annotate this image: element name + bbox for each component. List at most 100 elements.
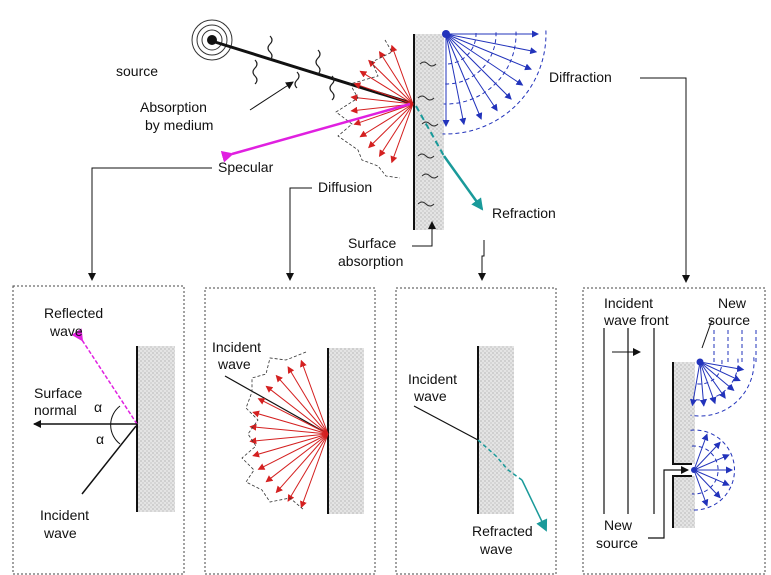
specular-reflected-label-1: Reflected bbox=[44, 305, 103, 321]
specular-wall bbox=[137, 346, 175, 512]
slit-wave-arc bbox=[690, 429, 735, 511]
diffusion-panel-ray bbox=[252, 433, 329, 458]
diffraction-ray bbox=[445, 33, 467, 126]
refraction-refracted-label-2: wave bbox=[479, 541, 513, 557]
diffusion-envelope bbox=[241, 351, 307, 511]
diffraction-label: Diffraction bbox=[549, 69, 612, 85]
diffusion-panel-ray bbox=[287, 433, 329, 502]
diffusion-panel-ray bbox=[252, 410, 329, 435]
panel-specular-frame bbox=[12, 285, 185, 575]
edge-diffraction-ray bbox=[699, 361, 707, 407]
incident-ray bbox=[214, 40, 415, 106]
diffusion-panel-ray bbox=[300, 433, 329, 509]
diffraction-wave-arc bbox=[444, 32, 477, 65]
surface-absorption-squiggles bbox=[417, 61, 439, 207]
diffraction-ray bbox=[445, 33, 524, 86]
incident-wave-fronts bbox=[603, 328, 655, 514]
specular-label: Specular bbox=[218, 159, 274, 175]
diffraction-wave-arc bbox=[444, 32, 497, 85]
refraction-refracted-label-1: Refracted bbox=[472, 523, 533, 539]
diffraction-new-source-pointer-top bbox=[701, 319, 713, 349]
absorption-label-2: by medium bbox=[145, 117, 213, 133]
connector-refraction bbox=[478, 240, 486, 281]
diffusion-panel-rays bbox=[249, 359, 329, 509]
slit-wave-arc bbox=[691, 445, 719, 495]
specular-reflected-label-2: wave bbox=[49, 323, 83, 339]
source-icon bbox=[191, 19, 233, 61]
diffusion-panel-ray bbox=[265, 433, 329, 483]
diffusion-panel-ray bbox=[257, 398, 329, 435]
panel-diffraction-frame bbox=[582, 287, 766, 575]
diffuse-ray bbox=[350, 94, 414, 105]
diffuse-ray bbox=[390, 103, 414, 164]
diffraction-wavefront-label-1: Incident bbox=[604, 295, 653, 311]
specular-incident-ray bbox=[81, 425, 137, 495]
slit-diffraction-ray bbox=[693, 469, 709, 507]
slit-diffraction-ray bbox=[693, 454, 730, 471]
overview-scene: source Absorption by medium bbox=[88, 19, 690, 283]
diffraction-fan bbox=[442, 30, 547, 135]
connector-specular bbox=[88, 167, 212, 281]
slit-diffraction-ray bbox=[693, 441, 721, 471]
specular-normal-label-1: Surface bbox=[34, 385, 82, 401]
diffuse-ray bbox=[359, 70, 414, 105]
diffuse-ray bbox=[390, 44, 414, 105]
refraction-refracted-ray bbox=[521, 479, 548, 532]
diffraction-new-source-top-1: New bbox=[718, 295, 747, 311]
diffraction-wall-lower bbox=[673, 476, 695, 528]
refraction-incident-ray bbox=[413, 405, 479, 441]
diffusion-panel-ray bbox=[249, 433, 329, 445]
diffusion-panel-ray bbox=[275, 374, 329, 435]
diffusion-panel-ray bbox=[287, 366, 329, 435]
specular-angle-arc bbox=[110, 405, 121, 445]
diffuse-ray bbox=[378, 103, 414, 158]
specular-ray bbox=[220, 102, 411, 163]
specular-incident-label-1: Incident bbox=[40, 507, 89, 523]
diffusion-panel-ray bbox=[275, 433, 329, 494]
diffusion-incident-ray bbox=[224, 375, 329, 435]
diffusion-incident-label-2: wave bbox=[217, 356, 251, 372]
diffraction-wave-arc bbox=[443, 31, 517, 105]
edge-wave-arc bbox=[696, 360, 723, 385]
panel-diffraction: Incident wave front New source New sourc… bbox=[582, 287, 766, 575]
diffraction-ray bbox=[445, 33, 483, 120]
diffraction-panel-wavefronts bbox=[690, 330, 757, 511]
reflecting-wall bbox=[414, 34, 444, 230]
diffuse-rays bbox=[350, 44, 414, 164]
refraction-label: Refraction bbox=[492, 205, 556, 221]
diffusion-label: Diffusion bbox=[318, 179, 372, 195]
specular-alpha-lower: α bbox=[96, 431, 104, 447]
refraction-inside-ray bbox=[477, 439, 523, 481]
diffraction-panel-rays bbox=[689, 361, 745, 507]
specular-incident-label-2: wave bbox=[43, 525, 77, 541]
edge-diffraction-ray bbox=[699, 361, 745, 373]
surface-absorption-label-2: absorption bbox=[338, 253, 403, 269]
surface-absorption-label-1: Surface bbox=[348, 235, 396, 251]
diffusion-panel-ray bbox=[249, 423, 329, 435]
diffusion-panel-ray bbox=[257, 433, 329, 470]
panel-refraction: Incident wave Refracted wave bbox=[395, 287, 557, 575]
diffusion-panel-ray bbox=[300, 359, 329, 435]
panel-refraction-frame bbox=[395, 287, 557, 575]
diffraction-wall-upper bbox=[673, 362, 695, 464]
panel-specular: Reflected wave Surface normal α α Incide… bbox=[12, 285, 185, 575]
source-label: source bbox=[116, 63, 158, 79]
connector-diffraction bbox=[640, 77, 690, 283]
diffraction-new-source-top-2: source bbox=[708, 312, 750, 328]
diffraction-wavefront-label-2: wave front bbox=[603, 312, 669, 328]
connector-diffusion bbox=[286, 187, 312, 281]
specular-reflected-ray bbox=[71, 328, 138, 425]
diffraction-new-source-bottom-2: source bbox=[596, 535, 638, 551]
diffusion-panel-ray bbox=[265, 385, 329, 435]
diffraction-new-source-pointer-bottom bbox=[648, 466, 689, 539]
panel-diffusion: Incident wave bbox=[204, 287, 376, 575]
refraction-wall bbox=[478, 346, 514, 514]
diffraction-ray bbox=[445, 33, 512, 100]
panel-diffusion-frame bbox=[204, 287, 376, 575]
diffraction-wall-outline bbox=[672, 362, 692, 528]
refraction-incident-label-1: Incident bbox=[408, 371, 457, 387]
diffuse-ray bbox=[353, 82, 414, 105]
surface-absorption-pointer bbox=[412, 221, 436, 247]
specular-alpha-upper: α bbox=[94, 399, 102, 415]
